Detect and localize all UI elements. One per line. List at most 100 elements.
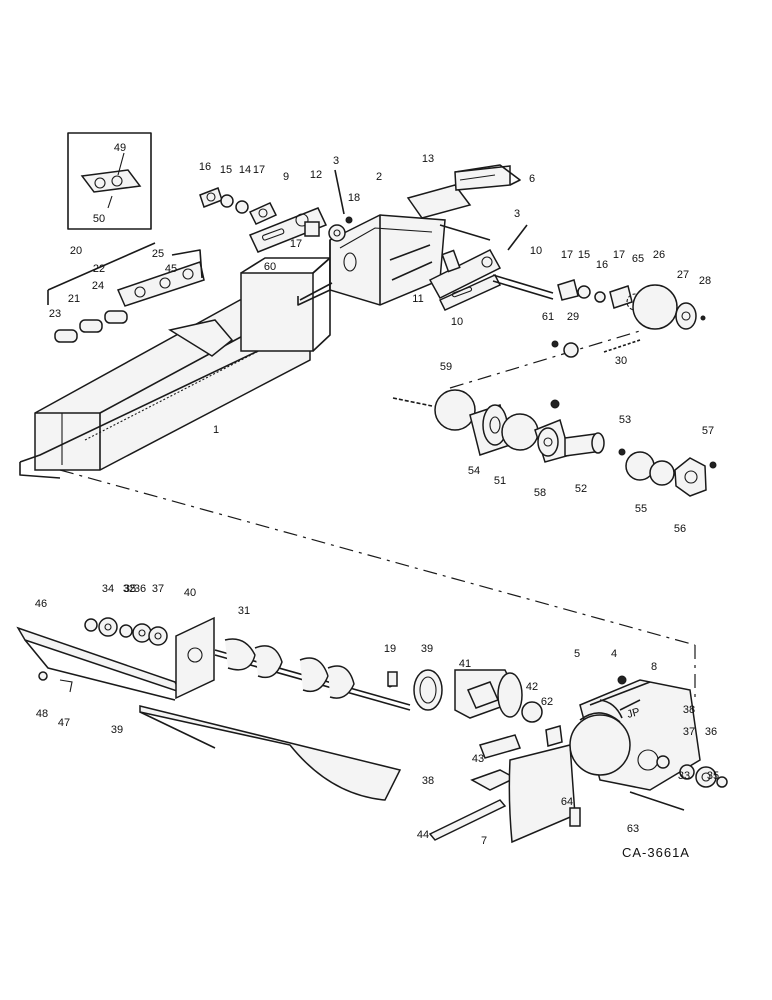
callout-12: 12 — [310, 169, 322, 181]
callout-63: 63 — [627, 823, 639, 835]
callout-59: 59 — [440, 361, 452, 373]
callout-38: 38 — [422, 775, 434, 787]
callout-8: 8 — [651, 661, 657, 673]
drawing-code: CA-3661A — [622, 845, 690, 860]
callout-40: 40 — [184, 587, 196, 599]
callout-64: 64 — [561, 796, 573, 808]
part-2-frame — [297, 214, 446, 306]
callout-49: 49 — [114, 142, 126, 154]
callout-56: 56 — [674, 523, 686, 535]
chain-links-group — [47, 242, 205, 343]
callout-18: 18 — [348, 192, 360, 204]
callout-32: 32 — [123, 583, 135, 595]
callout-25: 25 — [152, 248, 164, 260]
callout-14: 14 — [239, 164, 251, 176]
callout-21: 21 — [68, 293, 80, 305]
callout-5: 5 — [574, 648, 580, 660]
middle-parts — [413, 669, 563, 747]
callout-24: 24 — [92, 280, 104, 292]
callout-22: 22 — [93, 263, 105, 275]
inset-detail-box — [67, 132, 152, 230]
callout-58: 58 — [534, 487, 546, 499]
callout-54: 54 — [468, 465, 480, 477]
callout-53: 53 — [619, 414, 631, 426]
part-8-housing — [508, 744, 581, 844]
callout-42: 42 — [526, 681, 538, 693]
callout-15: 15 — [220, 164, 232, 176]
callout-45: 45 — [165, 263, 177, 275]
callout-26: 26 — [653, 249, 665, 261]
callout-15: 15 — [578, 249, 590, 261]
lower-drive-group — [392, 389, 717, 497]
callout-39: 39 — [421, 643, 433, 655]
callout-10: 10 — [530, 245, 542, 257]
callout-30: 30 — [615, 355, 627, 367]
callout-36: 36 — [134, 583, 146, 595]
callout-29: 29 — [567, 311, 579, 323]
callout-37: 37 — [683, 726, 695, 738]
part-1-housing — [19, 257, 331, 479]
callout-46: 46 — [35, 598, 47, 610]
callout-10: 10 — [451, 316, 463, 328]
callout-20: 20 — [70, 245, 82, 257]
callout-60: 60 — [264, 261, 276, 273]
chain-31-sprocket-30 — [449, 329, 644, 389]
bearing-stack-right — [656, 755, 728, 788]
part-43-plate — [175, 616, 215, 700]
callout-11: 11 — [412, 293, 423, 305]
callout-35: 35 — [124, 583, 136, 595]
callout-65: 65 — [632, 253, 644, 265]
callout-28: 28 — [699, 275, 711, 287]
part-11-shaft — [492, 274, 554, 300]
callout-38: 38 — [683, 704, 695, 716]
callout-23: 23 — [49, 308, 61, 320]
callout-3: 3 — [514, 208, 520, 220]
callout-57: 57 — [702, 425, 714, 437]
callout-17: 17 — [253, 164, 265, 176]
parts-14-6 — [406, 164, 521, 219]
callout-16: 16 — [199, 161, 211, 173]
part-41-trough — [139, 705, 402, 801]
callout-44: 44 — [417, 829, 429, 841]
callout-19: 19 — [384, 643, 396, 655]
callout-35: 35 — [707, 770, 719, 782]
callout-17: 17 — [613, 249, 625, 261]
callout-61: 61 — [542, 311, 554, 323]
callout-9: 9 — [283, 171, 289, 183]
callout-13: 13 — [422, 153, 434, 165]
callout-17: 17 — [290, 238, 302, 250]
callout-52: 52 — [575, 483, 587, 495]
callout-47: 47 — [58, 717, 70, 729]
callout-43: 43 — [472, 753, 484, 765]
plates-upper-left — [199, 169, 353, 253]
alignment-line — [59, 469, 696, 646]
parts-7-3 — [439, 224, 528, 251]
callout-3: 3 — [333, 155, 339, 167]
callout-39: 39 — [111, 724, 123, 736]
callout-48: 48 — [36, 708, 48, 720]
callout-55: 55 — [635, 503, 647, 515]
callout-62: 62 — [541, 696, 553, 708]
callout-51: 51 — [494, 475, 506, 487]
part-20-pin — [387, 671, 398, 687]
callout-6: 6 — [529, 173, 535, 185]
callout-37: 37 — [152, 583, 164, 595]
callout-33: 33 — [678, 770, 690, 782]
callout-50: 50 — [93, 213, 105, 225]
callout-7: 7 — [481, 835, 487, 847]
callout-36: 36 — [705, 726, 717, 738]
callout-16: 16 — [596, 259, 608, 271]
bearing-stack-upper — [557, 279, 706, 330]
callout-27: 27 — [677, 269, 689, 281]
part-66-rod — [629, 791, 685, 811]
part-9-housing: JP — [569, 679, 701, 791]
callout-4: 4 — [611, 648, 617, 660]
callout-34: 34 — [102, 583, 114, 595]
bearing-stack-left — [84, 617, 168, 646]
callout-31: 31 — [238, 605, 250, 617]
callout-17: 17 — [561, 249, 573, 261]
callout-1: 1 — [213, 424, 219, 436]
plates-right — [428, 249, 502, 311]
